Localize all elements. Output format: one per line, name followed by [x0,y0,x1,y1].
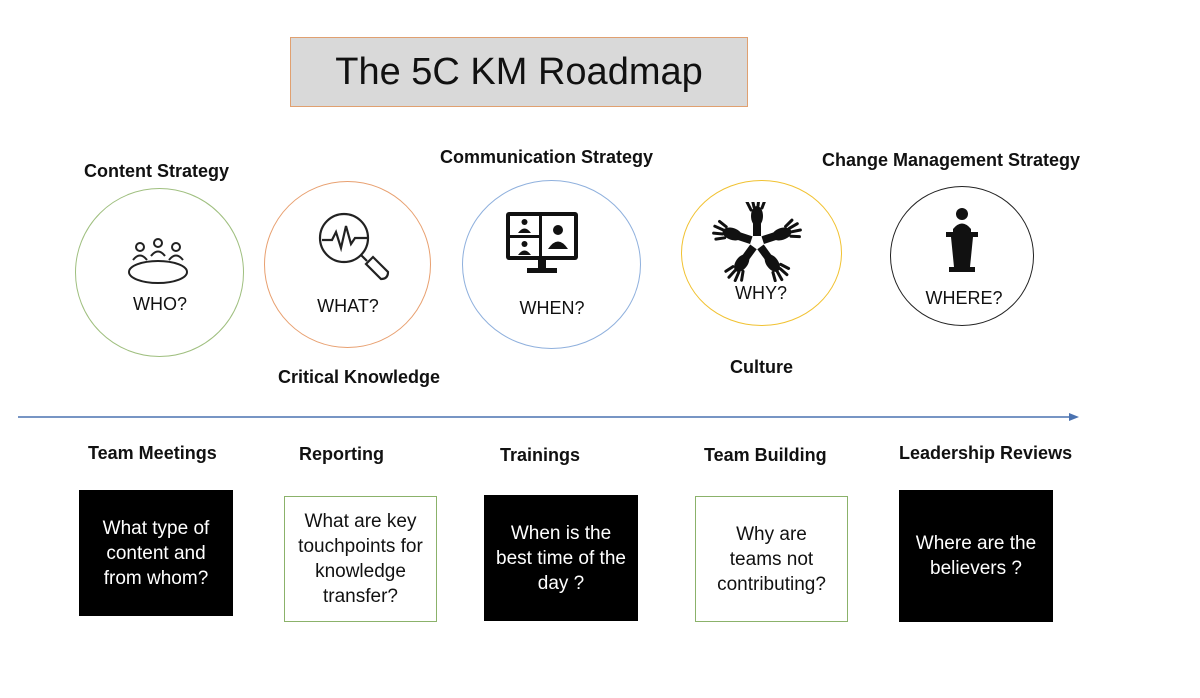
content-question-card: What type of content and from whom? [79,490,233,616]
what-circle [264,181,431,348]
communication-strategy-label: Communication Strategy [440,147,654,167]
believers-question-text: Where are the believers ? [915,533,1037,579]
podium-speaker-icon [946,208,978,272]
time-question-card: When is the best time of the day ? [484,495,638,621]
team-meetings-label: Team Meetings [88,443,217,463]
what-label: WHAT? [317,296,379,316]
meeting-table-icon [128,238,188,284]
critical-knowledge-label: Critical Knowledge [278,367,441,387]
why-label: WHY? [734,283,787,303]
time-question-text: When is the best time of the day ? [496,522,626,594]
magnifier-pulse-icon [318,212,390,281]
touchpoints-question-card: What are key touchpoints for knowledge t… [284,496,437,622]
touchpoints-question-text: What are key touchpoints for knowledge t… [298,511,423,607]
believers-question-card: Where are the believers ? [899,490,1053,622]
change-management-strategy-label: Change Management Strategy [822,150,1081,170]
when-circle [462,180,641,349]
reporting-label: Reporting [299,444,384,464]
teams-question-text: Why are teams not contributing? [717,523,826,595]
hands-circle-icon [712,202,802,282]
content-strategy-label: Content Strategy [84,161,230,181]
page-title: The 5C KM Roadmap [290,37,748,107]
culture-label: Culture [730,357,793,377]
when-label: WHEN? [519,298,585,318]
who-label: WHO? [133,294,187,314]
leadership-reviews-label: Leadership Reviews [899,443,1073,463]
who-circle [75,188,244,357]
where-label: WHERE? [925,288,1003,308]
video-conference-icon [506,212,578,273]
content-question-text: What type of content and from whom? [102,517,210,589]
teams-question-card: Why are teams not contributing? [695,496,848,622]
team-building-label: Team Building [704,445,827,465]
trainings-label: Trainings [500,445,581,465]
